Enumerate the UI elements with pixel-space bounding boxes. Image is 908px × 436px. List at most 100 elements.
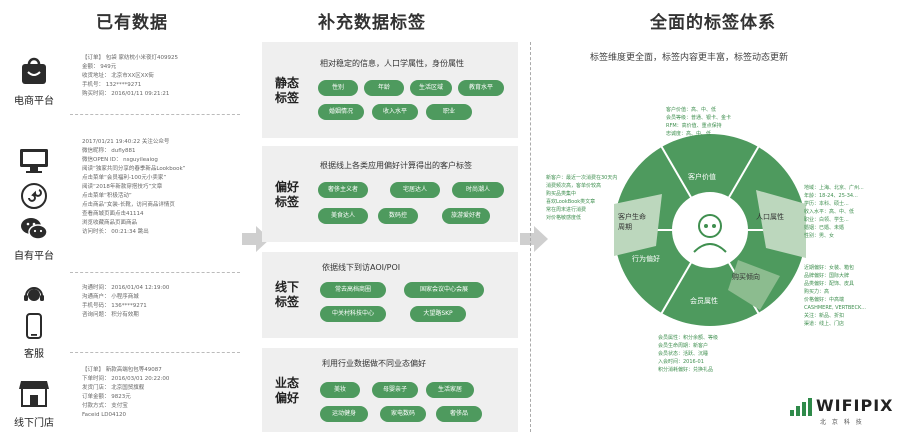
divider	[70, 352, 240, 353]
store-record: 【订单】 新款高端包包等49087 下单时间： 2016/03/01 20:22…	[82, 366, 169, 420]
right-notes: 地域：上海、北京、广州... 年龄：18-24、25-34... 学历：本科、硕…	[804, 184, 864, 240]
note-line: 关注：新品、折扣	[804, 313, 845, 319]
panel-static-tags: 静态标签 相对稳定的信息，人口学属性，身份属性 性别 年龄 生活区域 教育水平 …	[262, 42, 518, 138]
note-line: 会员生命周期：新客户	[658, 343, 709, 349]
note-line: 消费频次高，客单价较高	[546, 183, 602, 189]
tag-pill: 生活家居	[426, 382, 474, 398]
panel-title: 静态标签	[274, 76, 299, 105]
record-line: 微信昵称： dufly881	[82, 148, 136, 154]
note-line: 对价格敏感度低	[546, 215, 582, 221]
record-line: 下单时间： 2016/03/01 20:22:00	[82, 376, 170, 382]
record-line: 订单金额： 9823元	[82, 394, 131, 400]
note-line: 职业：白领、学生...	[804, 217, 849, 223]
tag-system-title: 全面的标签体系	[650, 13, 776, 33]
record-line: 浏览收藏商品页面商品	[82, 220, 138, 226]
record-line: 金额： 949元	[82, 64, 117, 70]
tag-pill: 运动健身	[320, 406, 368, 422]
bottom-notes: 会员属性：积分余额、等级 会员生命周期：新客户 会员状态：活跃、沉睡 入会时间：…	[658, 334, 718, 374]
tag-pill: 收入水平	[372, 104, 418, 120]
divider	[70, 272, 240, 273]
system-subtitle: 标签维度更全面，标签内容更丰富，标签动态更新	[590, 53, 789, 63]
panel-industry-tags: 业态偏好 利用行业数据做不同业态偏好 美妆 母婴亲子 生活家居 运动健身 家电数…	[262, 348, 518, 432]
segment-label: 客户价值	[688, 173, 716, 181]
right-lower-notes: 近期偏好：女装、箱包 品牌偏好：国际大牌 品类偏好：配饰、皮具 购买力：高 价格…	[804, 264, 866, 328]
panel-title: 偏好标签	[274, 180, 299, 209]
record-line: 沟通时间： 2016/01/04 12:19:00	[82, 285, 170, 291]
source-label: 电商平台	[14, 96, 54, 107]
note-line: 地域：上海、北京、广州...	[804, 185, 864, 191]
tag-pill: 职业	[426, 104, 472, 120]
tag-pill: 生活区域	[410, 80, 452, 96]
service-record: 沟通时间： 2016/01/04 12:19:00 沟通商户： 小程序商城 手机…	[82, 284, 169, 320]
segment-label: 行为偏好	[632, 255, 660, 263]
phone-icon	[26, 313, 42, 343]
logo-subtext: 北 京 科 技	[820, 419, 864, 426]
tag-pill: 性别	[318, 80, 358, 96]
record-line: 访问时长： 00:21:34 跳出	[82, 229, 149, 235]
tag-pill: 美食达人	[318, 208, 368, 224]
tag-pill: 宅居达人	[390, 182, 440, 198]
panel-preference-tags: 偏好标签 根据线上各类应用偏好计算得出的客户标签 奢侈主义者 宅居达人 时尚潮人…	[262, 146, 518, 242]
panel-title: 业态偏好	[274, 376, 299, 405]
note-line: RFM：高价值、重点保持	[666, 123, 722, 129]
record-line: 【订单】 新款高端包包等49087	[82, 367, 162, 373]
wheel-highlight	[728, 260, 780, 310]
record-line: 购买时间： 2016/01/11 09:21:21	[82, 91, 170, 97]
divider	[70, 114, 240, 115]
panel-head: 利用行业数据做不同业态偏好	[322, 359, 426, 368]
note-line: 喜欢LookBook类文章	[546, 199, 596, 205]
headset-icon	[22, 286, 46, 310]
storefront-icon	[18, 378, 50, 412]
tag-pill: 年龄	[364, 80, 404, 96]
record-line: 【订单】 包袋 家纺枕小米夜灯409925	[82, 55, 178, 61]
panel-title: 线下标签	[274, 280, 299, 309]
tag-pill: 数码控	[378, 208, 418, 224]
supplement-data-title: 补充数据标签	[318, 13, 426, 33]
record-line: 2017/01/21 19:40:22 关注公众号	[82, 139, 170, 145]
record-line: 手机号码： 136****9271	[82, 303, 147, 309]
panel-head: 相对稳定的信息，人口学属性，身份属性	[320, 59, 464, 68]
note-line: 近期偏好：女装、箱包	[804, 265, 855, 271]
left-notes: 新客户：最近一次消费在30天内 消费频次高，客单价较高 购买品类集中 喜欢Loo…	[546, 174, 617, 222]
source-customer-service: 客服	[10, 286, 58, 360]
source-own-platform: 自有平台	[10, 148, 58, 262]
existing-data-title: 已有数据	[96, 13, 168, 33]
note-line: 积分消耗偏好：兑换礼品	[658, 367, 714, 373]
note-line: 渠道：线上、门店	[804, 321, 845, 327]
record-line: 阅读“独家共同分享的春季新品Lookbook”	[82, 166, 186, 172]
logo-text: WIFIPIX	[816, 396, 894, 415]
tag-pill: 教育水平	[458, 80, 504, 96]
note-line: 收入水平：高、中、低	[804, 209, 855, 215]
note-line: 入会时间：2016-01	[658, 359, 704, 365]
tag-pill: 美妆	[320, 382, 360, 398]
note-line: 价格偏好：中高端	[804, 297, 845, 303]
record-line: 查看商城页面点击41114	[82, 211, 144, 217]
source-offline-store: 线下门店	[8, 378, 60, 429]
note-line: 学历：本科、硕士...	[804, 201, 849, 207]
wheel-highlight	[614, 194, 662, 256]
note-line: 购买力：高	[804, 289, 830, 295]
tag-pill: 大望路SKP	[410, 306, 466, 322]
top-notes: 客户价值：高、中、低 会员等级：普通、银卡、金卡 RFM：高价值、重点保持 忠诚…	[666, 106, 731, 138]
record-line: Faceid LD04120	[82, 412, 126, 418]
note-line: 会员等级：普通、银卡、金卡	[666, 115, 732, 121]
record-line: 点击菜单“会员福利-100元小卖家”	[82, 175, 167, 181]
record-line: 咨询问题： 积分有效期	[82, 312, 139, 318]
monitor-icon	[19, 148, 49, 178]
panel-head: 根据线上各类应用偏好计算得出的客户标签	[320, 161, 472, 170]
note-line: 会员状态：活跃、沉睡	[658, 351, 709, 357]
note-line: 品类偏好：配饰、皮具	[804, 281, 855, 287]
note-line: 会员属性：积分余额、等级	[658, 335, 719, 341]
panel-offline-tags: 线下标签 依据线下到访AOI/POI 常去高档商圈 国家会议中心会展 中关村科技…	[262, 252, 518, 338]
person-icon	[693, 214, 727, 253]
record-line: 手机号： 132****9271	[82, 82, 142, 88]
source-ecommerce: 电商平台	[10, 56, 58, 107]
record-line: 点击商品“女装-长靴，访问商品详情页	[82, 202, 175, 208]
note-line: 客户价值：高、中、低	[666, 107, 717, 113]
tag-system-wheel	[614, 134, 806, 326]
wechat-icon	[20, 217, 48, 245]
column-divider	[530, 42, 531, 432]
logo-mark-icon	[790, 398, 812, 416]
source-label: 客服	[24, 349, 44, 360]
record-line: 点击菜单“积极活动”	[82, 193, 132, 199]
